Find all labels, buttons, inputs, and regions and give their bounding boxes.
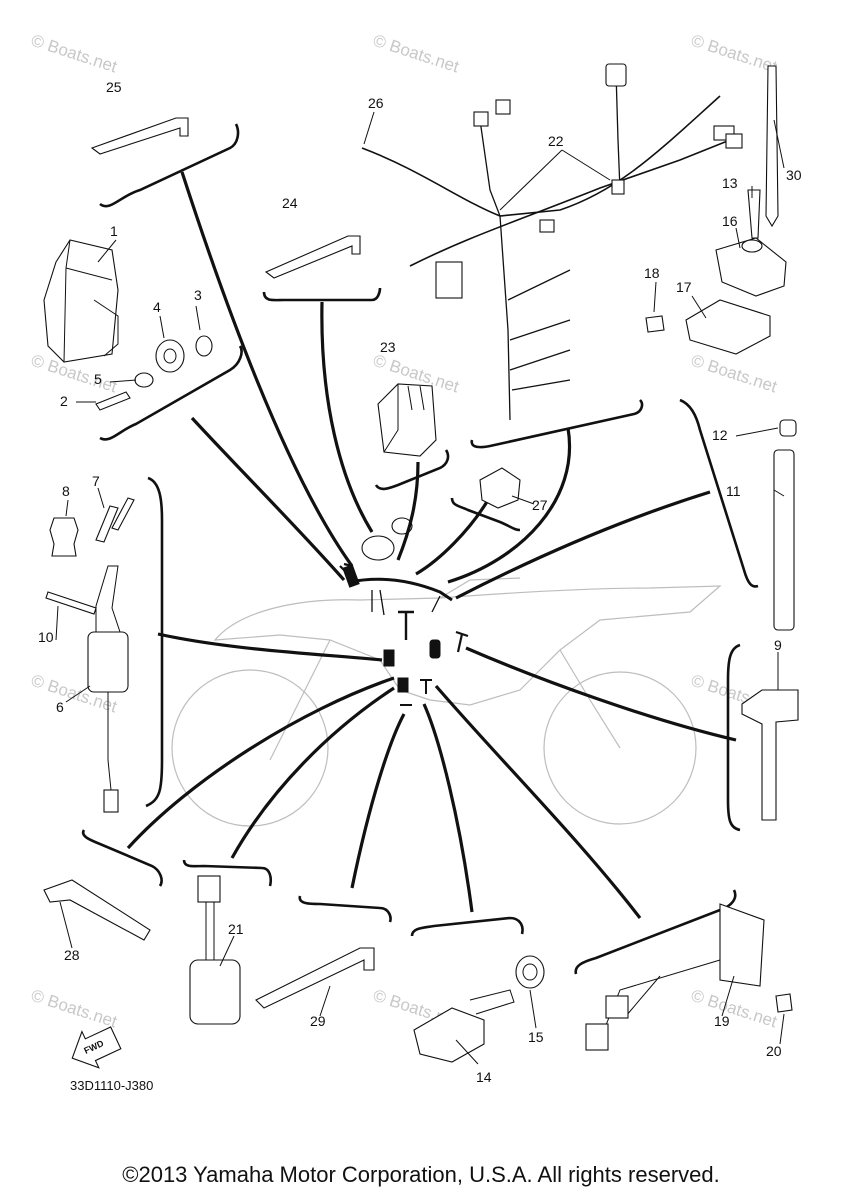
watermark-text: © Boats.net — [689, 351, 780, 397]
callout-15: 15 — [528, 1029, 544, 1045]
callout-13: 13 — [722, 175, 738, 191]
callout-29: 29 — [310, 1013, 326, 1029]
callout-3: 3 — [194, 287, 202, 303]
callout-pointers — [55, 111, 785, 1065]
callout-18: 18 — [644, 265, 660, 281]
watermark-text: © Boats.net — [29, 986, 120, 1032]
callout-5: 5 — [94, 371, 102, 387]
callout-17: 17 — [676, 279, 692, 295]
callout-22: 22 — [548, 133, 564, 149]
leader-lines — [126, 171, 737, 919]
watermark-text: © Boats.net — [371, 31, 462, 77]
callout-labels: 1 2 3 4 5 6 7 8 9 10 11 12 13 14 15 16 1… — [38, 79, 802, 1085]
brackets — [81, 123, 759, 975]
forward-arrow-icon: FWD — [71, 1026, 122, 1069]
parts — [43, 63, 799, 1063]
callout-10: 10 — [38, 629, 54, 645]
callout-27: 27 — [532, 497, 548, 513]
motorcycle-outline — [171, 577, 722, 827]
central-harness — [342, 517, 469, 706]
callout-11: 11 — [726, 483, 741, 499]
callout-28: 28 — [64, 947, 80, 963]
callout-16: 16 — [722, 213, 738, 229]
callout-14: 14 — [476, 1069, 492, 1085]
watermark-text: © Boats.net — [29, 31, 120, 77]
callout-21: 21 — [228, 921, 244, 937]
callout-4: 4 — [153, 299, 161, 315]
diagram-code: 33D1110-J380 — [70, 1078, 153, 1093]
callout-6: 6 — [56, 699, 64, 715]
callout-26: 26 — [368, 95, 384, 111]
callout-24: 24 — [282, 195, 298, 211]
callout-9: 9 — [774, 637, 782, 653]
watermark-text: © Boats.net — [689, 31, 780, 77]
callout-25: 25 — [106, 79, 122, 95]
callout-12: 12 — [712, 427, 728, 443]
callout-23: 23 — [380, 339, 396, 355]
callout-8: 8 — [62, 483, 70, 499]
callout-7: 7 — [92, 473, 100, 489]
copyright-notice: ©2013 Yamaha Motor Corporation, U.S.A. A… — [122, 1162, 720, 1187]
callout-30: 30 — [786, 167, 802, 183]
callout-19: 19 — [714, 1013, 730, 1029]
watermark-text: © Boats.net — [689, 986, 780, 1032]
callout-1: 1 — [110, 223, 118, 239]
callout-2: 2 — [60, 393, 68, 409]
callout-20: 20 — [766, 1043, 782, 1059]
